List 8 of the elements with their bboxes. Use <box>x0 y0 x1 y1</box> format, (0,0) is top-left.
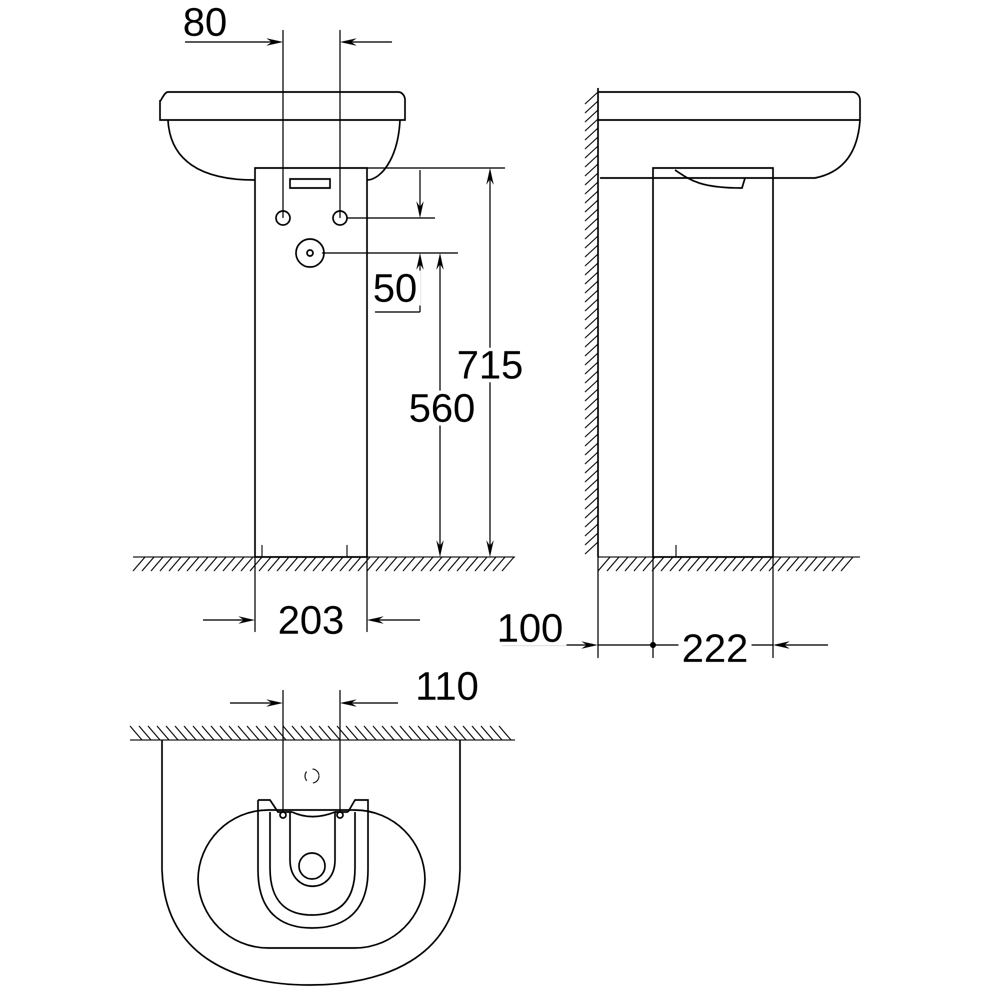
dimension-label: 203 <box>274 602 348 638</box>
dimension-label: 100 <box>493 610 567 646</box>
dimension-label: 80 <box>180 4 230 40</box>
dimension-label: 715 <box>453 348 527 382</box>
dimension-label: 50 <box>370 270 420 306</box>
dimension-label: 110 <box>412 668 482 704</box>
dimension-label: 222 <box>678 630 752 666</box>
dimension-label: 560 <box>405 390 479 426</box>
